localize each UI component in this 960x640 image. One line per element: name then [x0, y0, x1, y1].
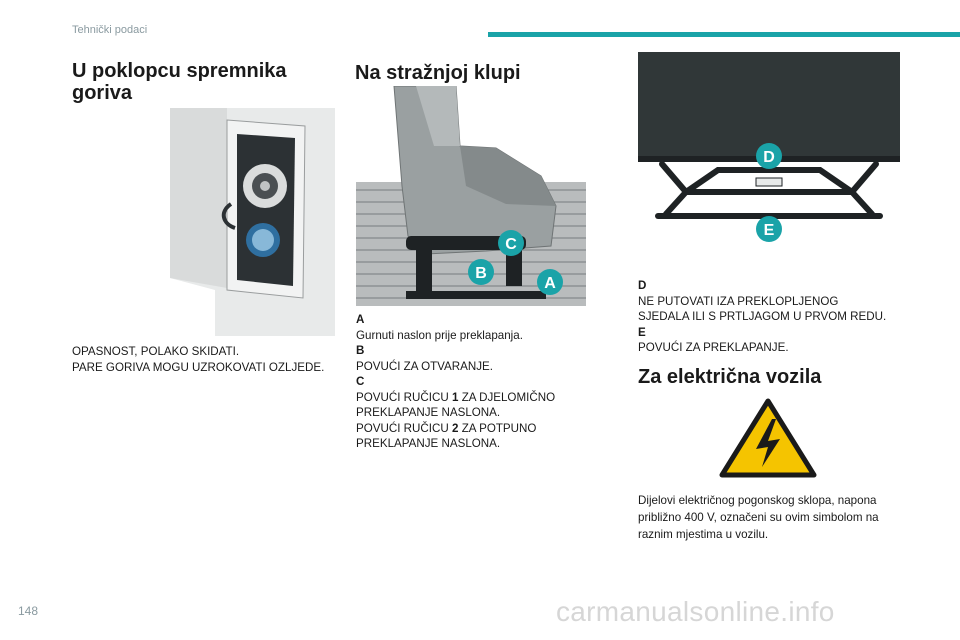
legend-text: NE PUTOVATI IZA PREKLOPLJENOG	[638, 294, 839, 308]
legend-text: SJEDALA ILI S PRTLJAGOM U PRVOM REDU.	[638, 310, 887, 323]
legend-text: POVUĆI RUČICU 2 ZA POTPUNO	[356, 421, 537, 435]
warning-line: OPASNOST, POLAKO SKIDATI.	[72, 345, 240, 358]
fuel-cap-illustration	[145, 108, 335, 336]
seat-frame-legend: D NE PUTOVATI IZA PREKLOPLJENOG SJEDALA …	[638, 278, 908, 356]
page-number: 148	[18, 604, 39, 618]
legend-label: E	[638, 325, 646, 339]
legend-text: PREKLAPANJE NASLONA.	[356, 437, 501, 450]
high-voltage-warning-icon	[719, 398, 817, 478]
rear-bench-illustration: C B A	[356, 86, 586, 306]
callout-a: A	[544, 275, 556, 292]
body-line: približno 400 V, označeni su ovim simbol…	[638, 511, 879, 524]
warning-line: PARE GORIVA MOGU UZROKOVATI OZLJEDE.	[72, 360, 325, 374]
body-line: raznim mjestima u vozilu.	[638, 528, 769, 541]
legend-text: POVUĆI ZA PREKLAPANJE.	[638, 341, 789, 354]
legend-text: PREKLAPANJE NASLONA.	[356, 406, 501, 419]
legend-label: A	[356, 313, 365, 326]
legend-text: POVUĆI RUČICU 1 ZA DJELOMIČNO	[356, 390, 556, 404]
callout-e: E	[764, 222, 775, 239]
callout-d: D	[763, 149, 775, 166]
body-line: Dijelovi električnog pogonskog sklopa, n…	[638, 494, 877, 507]
electric-body: Dijelovi električnog pogonskog sklopa, n…	[638, 492, 908, 543]
legend-label: B	[356, 344, 365, 357]
fuel-cap-title: U poklopcu spremnika goriva	[72, 60, 287, 104]
section-header: Tehnički podaci	[72, 24, 148, 36]
rear-bench-title: Na stražnjoj klupi	[355, 62, 521, 84]
legend-label: C	[356, 375, 365, 388]
watermark: carmanualsonline.info	[556, 596, 835, 627]
electric-vehicles-title: Za električna vozila	[638, 366, 822, 388]
legend-text: Gurnuti naslon prije preklapanja.	[356, 328, 523, 342]
fuel-cap-warning: OPASNOST, POLAKO SKIDATI. PARE GORIVA MO…	[72, 344, 344, 375]
callout-c: C	[505, 236, 517, 253]
rear-bench-legend: A Gurnuti naslon prije preklapanja. B PO…	[356, 312, 596, 452]
seat-frame-illustration: D E	[638, 52, 900, 262]
header-accent-bar	[488, 32, 960, 37]
legend-label: D	[638, 279, 647, 292]
callout-b: B	[475, 265, 487, 282]
legend-text: POVUĆI ZA OTVARANJE.	[356, 359, 494, 373]
